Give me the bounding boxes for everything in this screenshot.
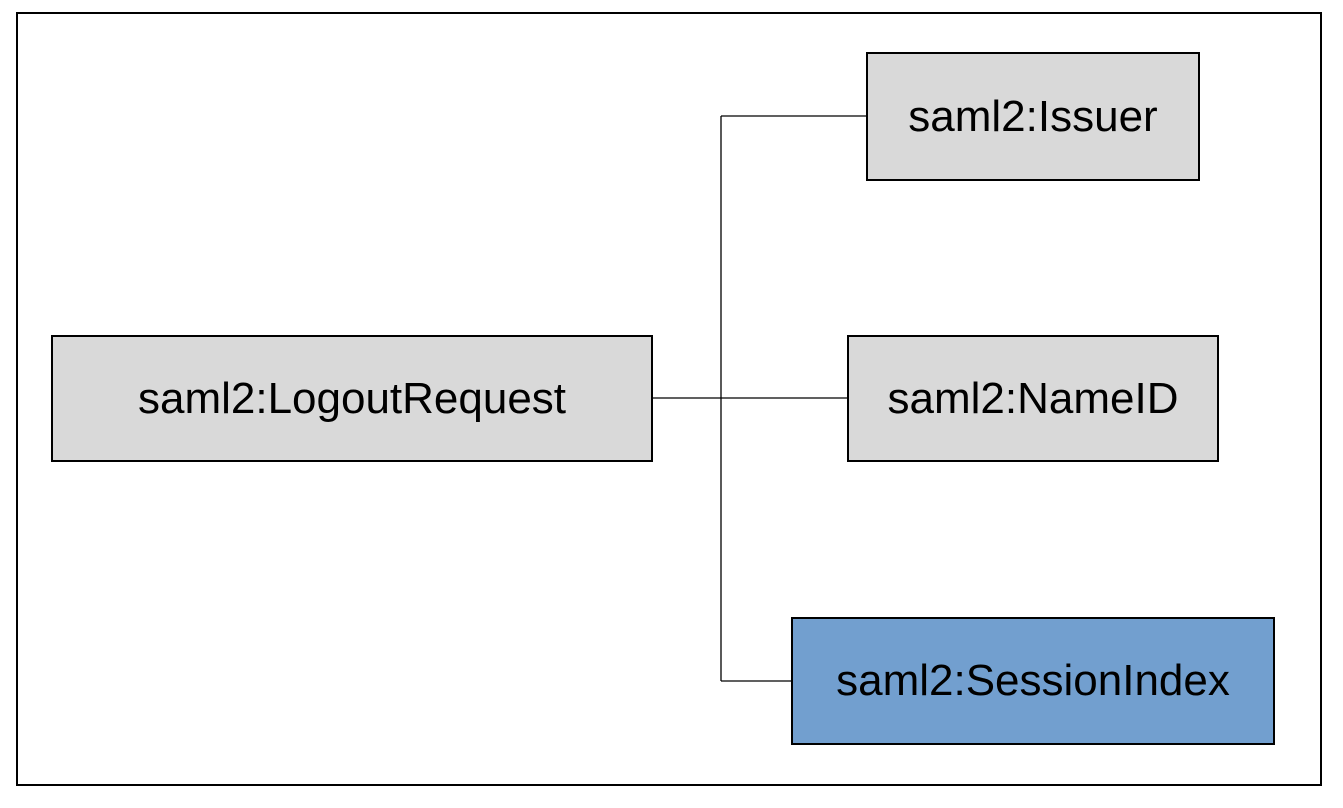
node-label: saml2:Issuer	[908, 91, 1158, 141]
node-name-id: saml2:NameID	[847, 335, 1219, 462]
node-label: saml2:NameID	[887, 373, 1179, 423]
node-label: saml2:SessionIndex	[836, 656, 1230, 705]
node-logout-request: saml2:LogoutRequest	[51, 335, 653, 462]
node-session-index: saml2:SessionIndex	[791, 617, 1275, 745]
node-issuer: saml2:Issuer	[866, 52, 1200, 181]
node-label: saml2:LogoutRequest	[137, 373, 567, 423]
